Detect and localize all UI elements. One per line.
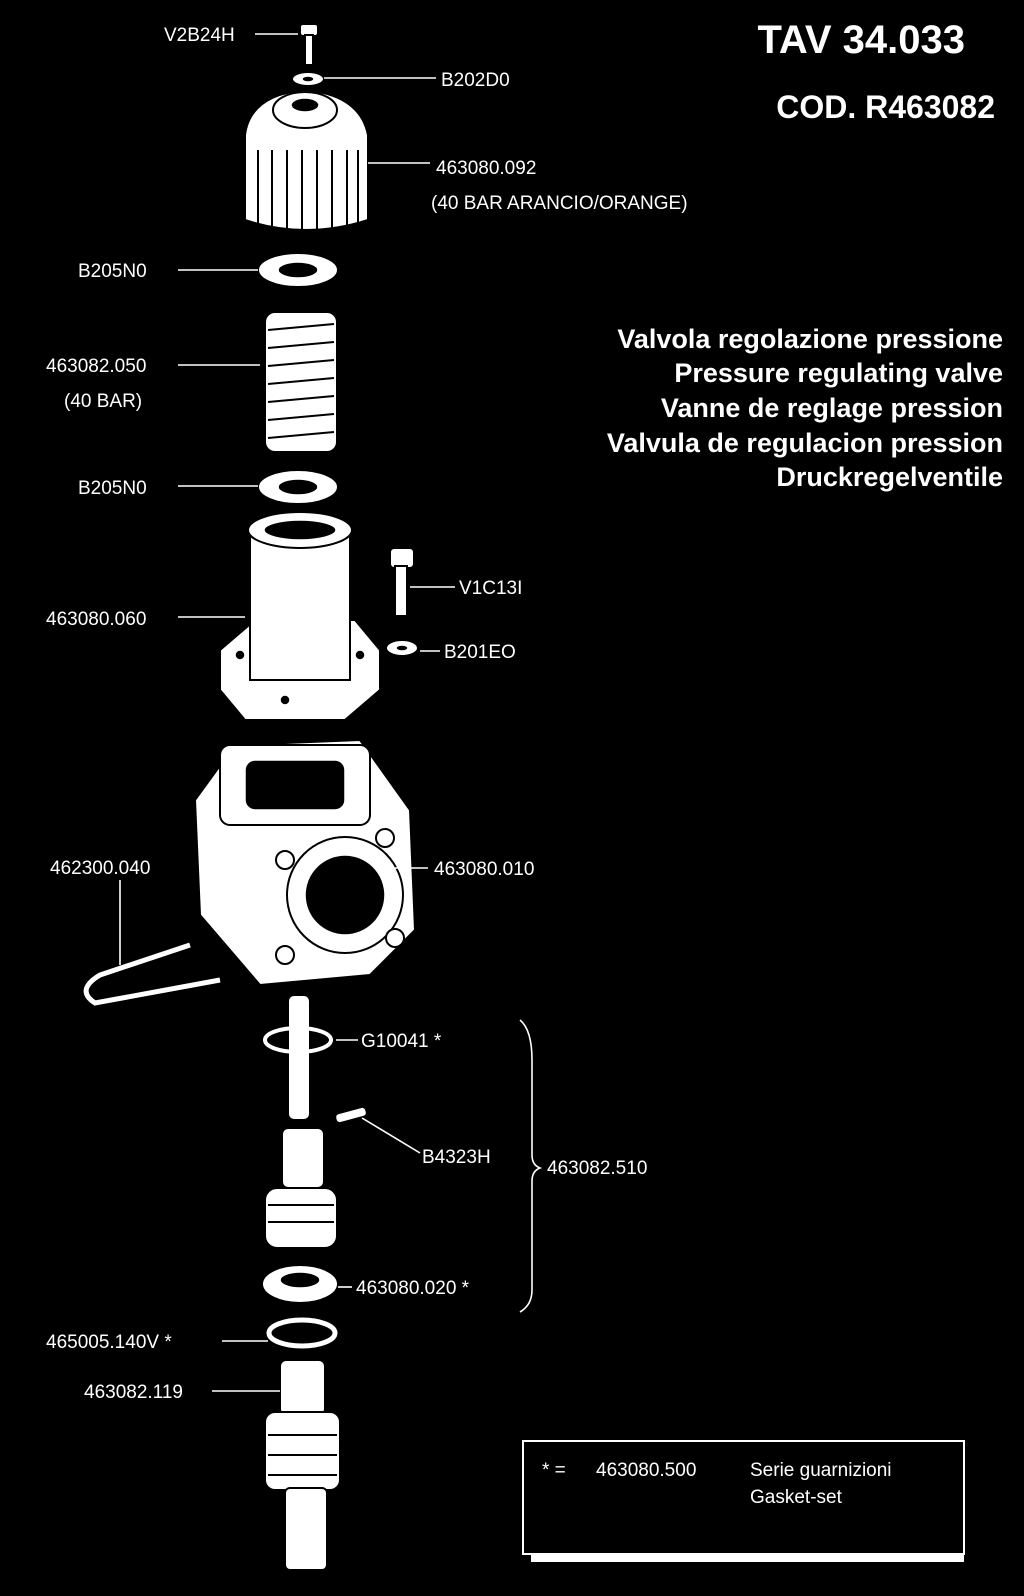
legend-line2: Gasket-set <box>750 1487 843 1508</box>
label-knob: 463080.092 <box>436 158 536 179</box>
top-screw-drawing <box>299 23 319 66</box>
label-screw-top: V2B24H <box>164 25 235 46</box>
description-en: Pressure regulating valve <box>674 358 1003 388</box>
description-block: Valvola regolazione pressione Pressure r… <box>607 324 1003 492</box>
spool-drawing <box>264 1127 338 1249</box>
legend-code: 463080.500 <box>596 1460 696 1481</box>
label-washer-top: B202D0 <box>441 70 510 91</box>
label-oring-bottom: 465005.140V * <box>46 1332 172 1353</box>
knob-drawing <box>244 88 369 231</box>
description-it: Valvola regolazione pressione <box>617 324 1003 354</box>
label-screw-side: V1C13I <box>459 578 522 599</box>
label-fitting: 463082.119 <box>84 1382 183 1403</box>
description-es: Valvula de regulacion pression <box>607 428 1003 458</box>
legend-line1: Serie guarnizioni <box>750 1460 892 1481</box>
description-fr: Vanne de reglage pression <box>661 393 1003 423</box>
label-seat: 463080.020 * <box>356 1278 470 1299</box>
label-body: 463080.010 <box>434 859 534 880</box>
pin-clip-drawing <box>83 942 221 1006</box>
stem-drawing <box>263 994 333 1121</box>
gasket-set-legend: * = 463080.500 Serie guarnizioni Gasket-… <box>522 1440 965 1562</box>
label-pin: B4323H <box>422 1147 491 1168</box>
pin-drawing <box>334 1105 368 1125</box>
label-cylinder: 463080.060 <box>46 609 146 630</box>
bottom-oring-drawing <box>266 1317 338 1349</box>
fitting-drawing <box>264 1359 341 1571</box>
label-washer-lower: B205N0 <box>78 478 147 499</box>
legend-marker: * = <box>542 1460 566 1481</box>
label-spring: 463082.050 <box>46 356 146 377</box>
label-spring-note: (40 BAR) <box>64 391 142 412</box>
label-washer-upper: B205N0 <box>78 261 147 282</box>
cylinder-drawing <box>219 511 381 721</box>
description-de: Druckregelventile <box>776 462 1003 492</box>
label-knob-note: (40 BAR ARANCIO/ORANGE) <box>431 193 688 214</box>
spring-drawing <box>264 311 338 453</box>
table-number: TAV 34.033 <box>757 18 965 62</box>
label-kit: 463082.510 <box>547 1158 647 1179</box>
valve-body-drawing <box>193 738 417 987</box>
label-pin-clip: 462300.040 <box>50 858 150 879</box>
side-screw-drawing <box>389 547 415 617</box>
label-washer-side: B201EO <box>444 642 516 663</box>
product-code: COD. R463082 <box>776 89 995 125</box>
label-oring-stem: G10041 * <box>361 1031 442 1052</box>
leader-lines <box>119 33 543 1392</box>
